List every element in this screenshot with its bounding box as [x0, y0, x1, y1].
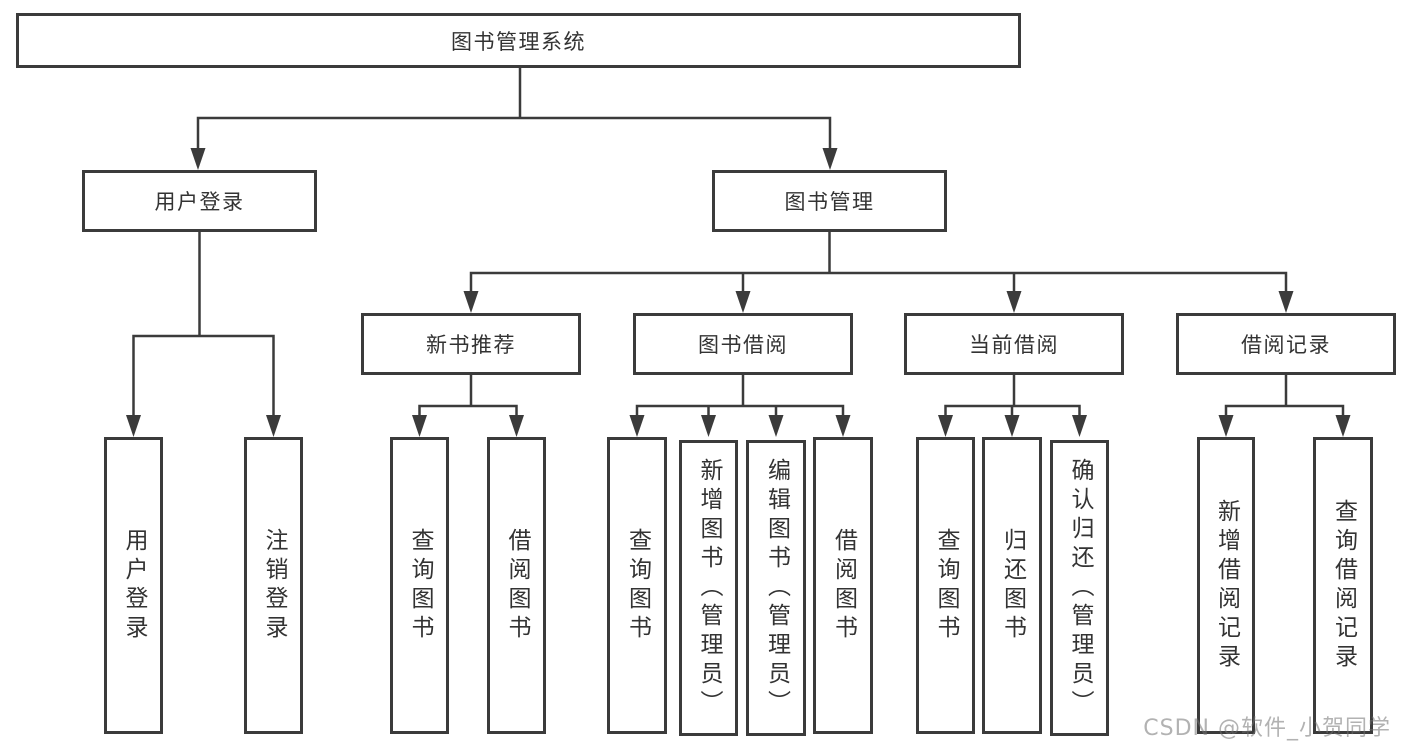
node-new-book-recommend: 新书推荐 [361, 313, 581, 375]
node-book-borrow-label: 图书借阅 [698, 333, 788, 357]
node-leaf-logout-label: 注销登录 [261, 527, 287, 644]
connector-root-split [190, 66, 838, 170]
node-current-borrow: 当前借阅 [904, 313, 1124, 375]
node-leaf-add-book-admin: 新增图书（管理员） [679, 440, 738, 736]
node-user-login: 用户登录 [82, 170, 317, 232]
node-leaf-edit-book-admin-label: 编辑图书（管理员） [763, 457, 790, 719]
node-leaf-add-borrow-record-label: 新增借阅记录 [1213, 498, 1240, 673]
node-leaf-user-login-label: 用户登录 [121, 527, 147, 644]
node-leaf-borrow-book-1-label: 借阅图书 [504, 527, 530, 644]
node-current-borrow-label: 当前借阅 [969, 333, 1059, 357]
node-leaf-edit-book-admin: 编辑图书（管理员） [746, 440, 806, 736]
node-book-borrow: 图书借阅 [633, 313, 853, 375]
node-book-management-label: 图书管理 [784, 190, 875, 214]
node-leaf-query-book-3: 查询图书 [916, 437, 975, 734]
node-borrow-records-label: 借阅记录 [1241, 333, 1331, 357]
node-user-login-label: 用户登录 [154, 190, 245, 214]
connector-user-login-split [126, 229, 281, 437]
connector-new-book-rec-split [412, 372, 524, 437]
node-leaf-query-book-2-label: 查询图书 [624, 527, 651, 644]
node-leaf-return-book: 归还图书 [982, 437, 1042, 734]
node-leaf-borrow-book-2: 借阅图书 [813, 437, 873, 734]
node-root-label: 图书管理系统 [451, 29, 586, 54]
node-leaf-logout: 注销登录 [244, 437, 303, 734]
connector-borrow-records-split [1218, 372, 1351, 437]
node-leaf-query-book-3-label: 查询图书 [933, 527, 959, 644]
node-leaf-query-borrow-record: 查询借阅记录 [1313, 437, 1373, 734]
node-leaf-query-book-1-label: 查询图书 [407, 527, 433, 644]
node-borrow-records: 借阅记录 [1176, 313, 1396, 375]
node-leaf-borrow-book-1: 借阅图书 [487, 437, 546, 734]
csdn-watermark: CSDN @软件_小贺同学 [1143, 716, 1391, 741]
node-leaf-query-book-1: 查询图书 [390, 437, 449, 734]
node-leaf-user-login: 用户登录 [104, 437, 163, 734]
node-new-book-recommend-label: 新书推荐 [426, 333, 516, 357]
node-leaf-borrow-book-2-label: 借阅图书 [830, 527, 857, 644]
node-leaf-confirm-return-admin: 确认归还（管理员） [1050, 440, 1109, 736]
connector-book-borrow-split [629, 372, 851, 437]
node-root: 图书管理系统 [16, 13, 1021, 68]
node-leaf-query-book-2: 查询图书 [607, 437, 667, 734]
node-leaf-confirm-return-admin-label: 确认归还（管理员） [1067, 457, 1093, 719]
node-book-management: 图书管理 [712, 170, 947, 232]
node-leaf-add-borrow-record: 新增借阅记录 [1197, 437, 1255, 734]
node-leaf-query-borrow-record-label: 查询借阅记录 [1330, 498, 1357, 673]
connector-current-borrow-split [938, 372, 1087, 437]
node-leaf-add-book-admin-label: 新增图书（管理员） [696, 457, 722, 719]
node-leaf-return-book-label: 归还图书 [999, 527, 1026, 644]
connector-book-management-split [463, 229, 1294, 313]
